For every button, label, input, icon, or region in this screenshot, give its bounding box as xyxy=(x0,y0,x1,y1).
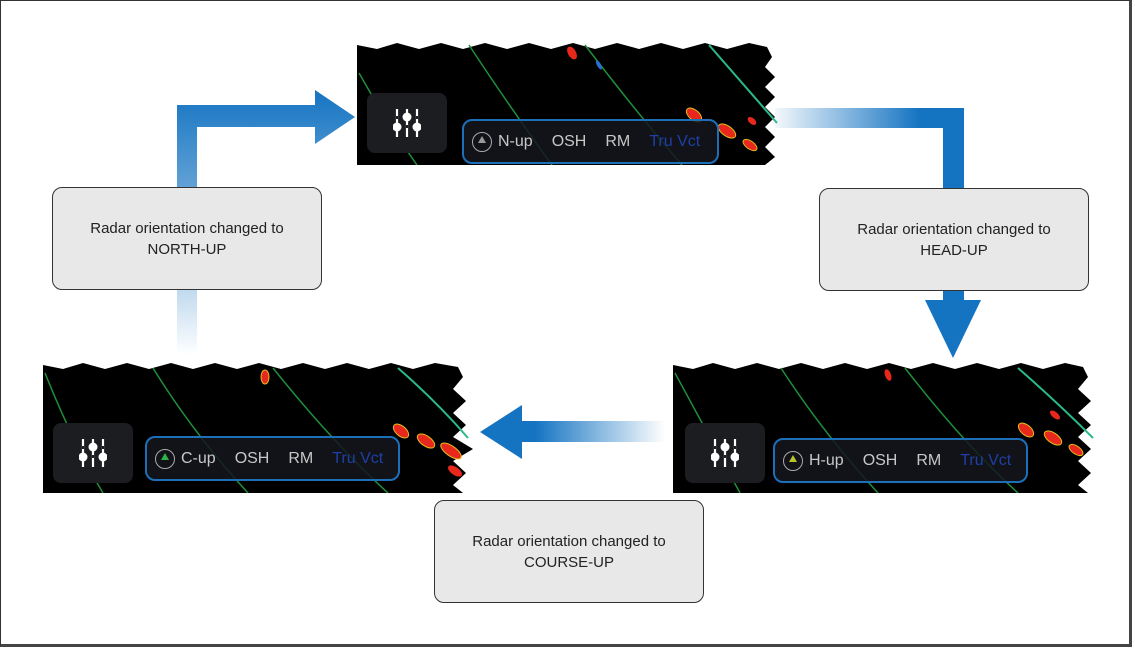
arrow-northup-to-headup xyxy=(775,108,981,358)
sliders-icon xyxy=(393,109,421,137)
radar-panel-course-up: C-up OSH RM Tru Vct xyxy=(43,363,473,493)
callout-mode: COURSE-UP xyxy=(523,553,614,571)
orientation-label[interactable]: H-up xyxy=(809,451,844,469)
tru-vct-label[interactable]: Tru Vct xyxy=(332,449,384,467)
radar-panel-head-up: H-up OSH RM Tru Vct xyxy=(673,363,1098,493)
orientation-icon xyxy=(783,450,803,471)
settings-button[interactable] xyxy=(685,423,765,483)
orientation-icon xyxy=(472,131,492,152)
radar-panel-north-up: N-up OSH RM Tru Vct xyxy=(357,43,782,165)
arrow-headup-to-courseup xyxy=(480,405,665,459)
callout-text: Radar orientation changed to xyxy=(857,220,1051,238)
callout-course-up: Radar orientation changed to COURSE-UP xyxy=(434,500,704,603)
callout-head-up: Radar orientation changed to HEAD-UP xyxy=(819,188,1089,291)
sliders-icon xyxy=(79,439,107,467)
radar-mode-bar[interactable]: H-up OSH RM Tru Vct xyxy=(773,438,1028,483)
settings-button[interactable] xyxy=(367,93,447,153)
rm-label[interactable]: RM xyxy=(288,449,314,467)
rm-label[interactable]: RM xyxy=(605,132,631,150)
rm-label[interactable]: RM xyxy=(916,451,942,469)
callout-mode: NORTH-UP xyxy=(147,240,227,258)
callout-mode: HEAD-UP xyxy=(920,241,988,259)
orientation-label[interactable]: C-up xyxy=(181,449,216,467)
osh-label[interactable]: OSH xyxy=(551,132,587,150)
arrow-courseup-to-northup xyxy=(177,90,355,355)
orientation-label[interactable]: N-up xyxy=(498,132,533,150)
osh-label[interactable]: OSH xyxy=(862,451,898,469)
radar-mode-bar[interactable]: N-up OSH RM Tru Vct xyxy=(462,119,719,164)
orientation-icon xyxy=(155,448,175,469)
settings-button[interactable] xyxy=(53,423,133,483)
tru-vct-label[interactable]: Tru Vct xyxy=(960,451,1012,469)
callout-text: Radar orientation changed to xyxy=(472,532,666,550)
tru-vct-label[interactable]: Tru Vct xyxy=(649,132,701,150)
osh-label[interactable]: OSH xyxy=(234,449,270,467)
callout-north-up: Radar orientation changed to NORTH-UP xyxy=(52,187,322,290)
sliders-icon xyxy=(711,439,739,467)
callout-text: Radar orientation changed to xyxy=(90,219,284,237)
radar-mode-bar[interactable]: C-up OSH RM Tru Vct xyxy=(145,436,400,481)
